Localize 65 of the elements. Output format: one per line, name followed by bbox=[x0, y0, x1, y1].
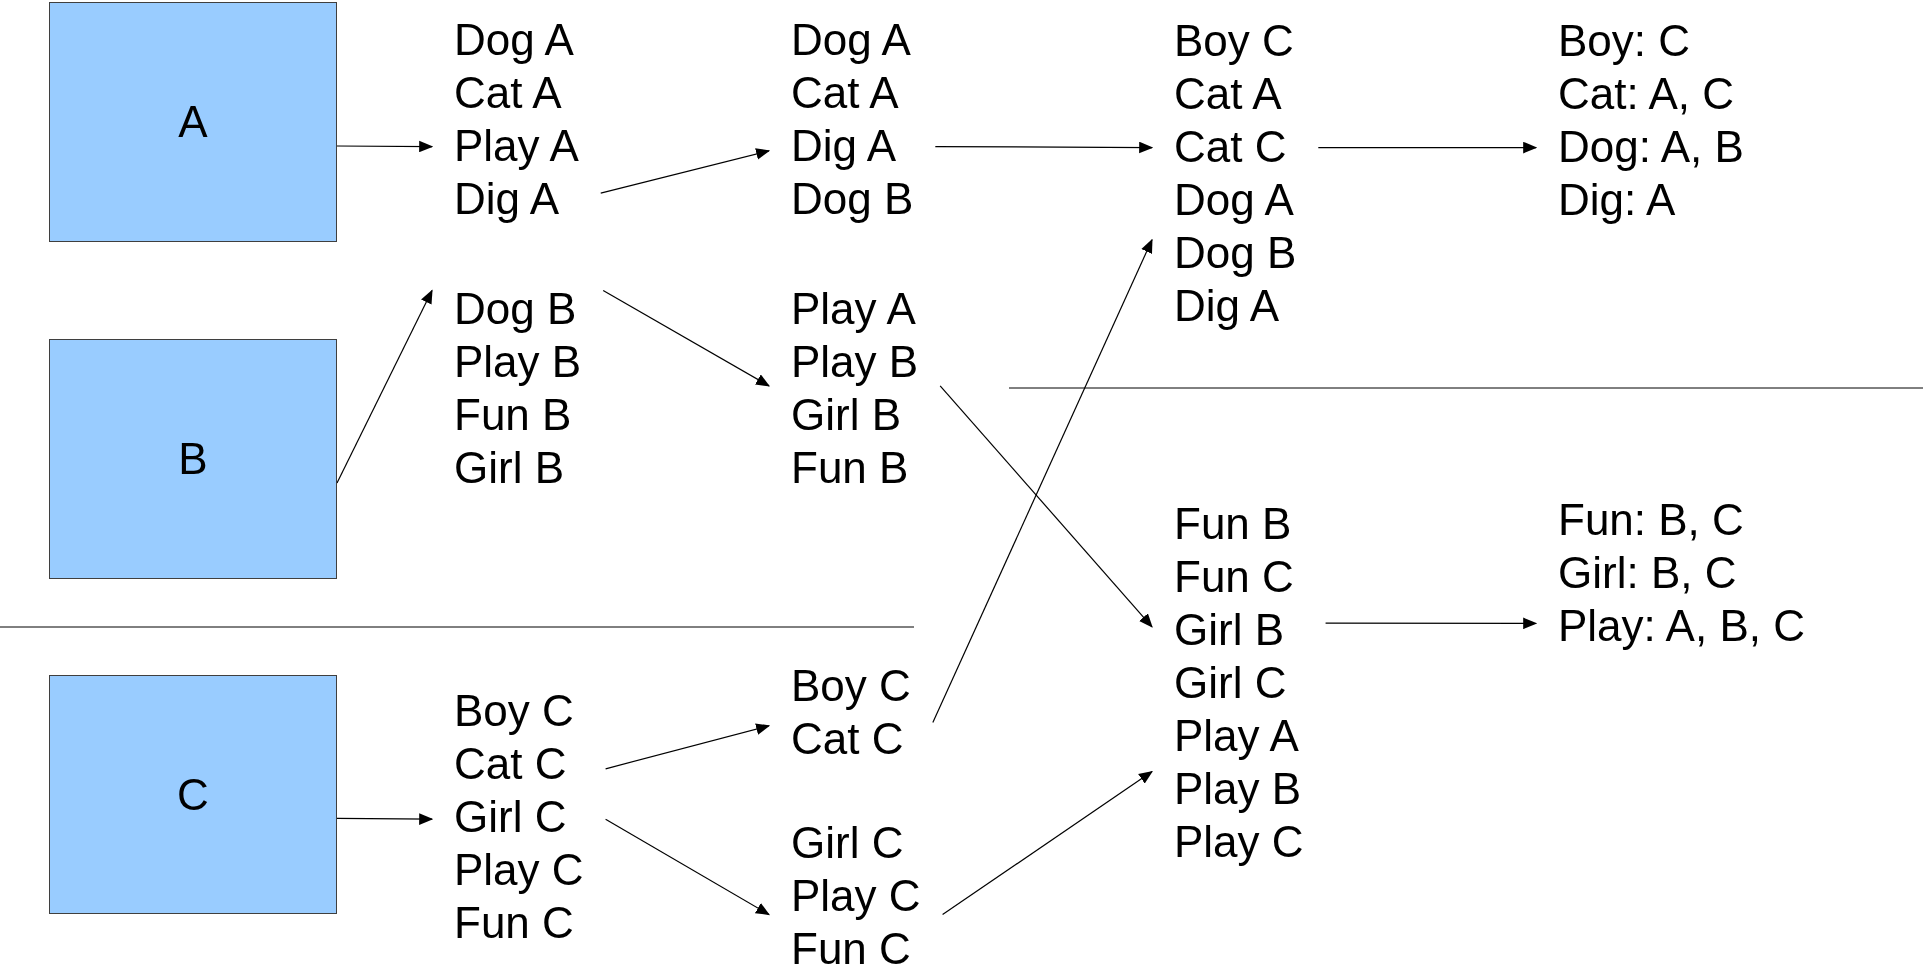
list-item: Cat C bbox=[1174, 121, 1288, 173]
arrow bbox=[336, 813, 434, 825]
square-box bbox=[49, 2, 337, 242]
list-item: Cat C bbox=[454, 738, 568, 790]
arrow bbox=[1317, 141, 1538, 154]
list-item: Girl C bbox=[454, 791, 568, 843]
list-item: Fun C bbox=[791, 923, 912, 975]
list-item: Dog: A, B bbox=[1558, 121, 1744, 173]
list-item: Boy C bbox=[454, 685, 575, 737]
arrow bbox=[934, 141, 1154, 154]
arrow bbox=[939, 385, 1153, 628]
list-item: Fun: B, C bbox=[1558, 494, 1745, 546]
list-item: Play C bbox=[454, 844, 584, 896]
arrow bbox=[336, 289, 433, 484]
list-item: Dig A bbox=[791, 120, 898, 172]
arrow bbox=[605, 723, 771, 770]
arrow bbox=[336, 140, 434, 153]
list-item: Play C bbox=[1174, 816, 1304, 868]
list-item: Cat: A, C bbox=[1558, 68, 1736, 120]
list-item: Fun C bbox=[454, 897, 575, 949]
list-item: Dog B bbox=[454, 283, 578, 335]
list-item: Boy C bbox=[1174, 15, 1295, 67]
list-item: Girl B bbox=[791, 389, 902, 441]
list-item: Play B bbox=[1174, 763, 1303, 815]
list-item: Boy: C bbox=[1558, 15, 1692, 67]
list-item: Play A bbox=[454, 120, 579, 172]
list-item: Cat C bbox=[791, 713, 905, 765]
list-item: Girl B bbox=[454, 442, 565, 494]
list-item: Dog B bbox=[1174, 227, 1297, 279]
box-label: C bbox=[177, 769, 209, 820]
list-item: Fun B bbox=[791, 442, 910, 494]
box-label: A bbox=[178, 97, 208, 147]
list-item: Play B bbox=[791, 336, 919, 388]
square-box bbox=[49, 675, 337, 914]
arrow bbox=[600, 148, 771, 194]
list-item: Cat A bbox=[791, 67, 900, 119]
list-item: Dog A bbox=[791, 14, 912, 66]
list-item: Fun B bbox=[1174, 498, 1293, 550]
list-item: Dog A bbox=[454, 14, 575, 66]
arrow bbox=[605, 818, 770, 916]
list-item: Play C bbox=[791, 870, 921, 922]
list-item: Boy C bbox=[791, 660, 911, 712]
list-item: Dog B bbox=[791, 173, 914, 225]
list-item: Girl C bbox=[791, 817, 905, 869]
box-label: B bbox=[178, 434, 208, 484]
list-item: Play: A, B, C bbox=[1558, 600, 1805, 652]
list-item: Dog A bbox=[1174, 174, 1295, 226]
list-item: Dig A bbox=[454, 173, 561, 225]
arrow bbox=[602, 289, 770, 387]
list-item: Dig: A bbox=[1558, 174, 1677, 226]
arrow bbox=[932, 238, 1153, 724]
square-box bbox=[49, 339, 337, 579]
list-item: Play B bbox=[454, 336, 582, 388]
list-item: Girl: B, C bbox=[1558, 547, 1738, 599]
list-item: Girl B bbox=[1174, 604, 1285, 656]
list-item: Fun B bbox=[454, 389, 573, 441]
arrow bbox=[942, 770, 1153, 916]
list-item: Cat A bbox=[1174, 68, 1283, 120]
list-item: Dig A bbox=[1174, 280, 1281, 332]
arrow bbox=[1325, 617, 1538, 630]
list-item: Play A bbox=[1174, 710, 1300, 762]
list-item: Girl C bbox=[1174, 657, 1288, 709]
list-item: Play A bbox=[791, 283, 917, 335]
list-item: Fun C bbox=[1174, 551, 1295, 603]
list-item: Cat A bbox=[454, 67, 563, 119]
